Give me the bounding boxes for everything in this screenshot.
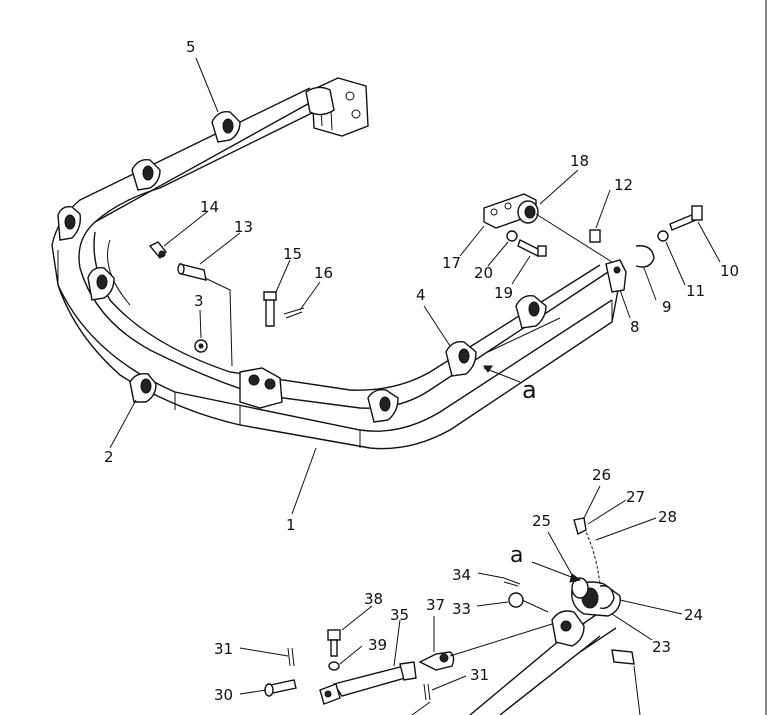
callout-a-upper: a: [522, 376, 537, 404]
callout-8: 8: [630, 318, 640, 336]
callout-30: 30: [214, 686, 233, 704]
callout-23: 23: [652, 638, 671, 656]
grease-fitting-14: [148, 241, 167, 260]
callout-25: 25: [532, 512, 551, 530]
callout-18: 18: [570, 152, 589, 170]
callout-26: 26: [592, 466, 611, 484]
bracket-right-1: [515, 295, 547, 329]
section-line-a: [487, 317, 561, 353]
section-a-arrowhead: [483, 365, 493, 373]
callout-3: 3: [194, 292, 204, 310]
callout-5: 5: [186, 38, 196, 56]
pin-13-leader: [204, 277, 233, 367]
callout-31-lower: 31: [470, 666, 489, 684]
callout-34: 34: [452, 566, 471, 584]
pin-mount-bracket: [239, 367, 283, 409]
callout-38: 38: [364, 590, 383, 608]
callout-a-lower: a: [510, 543, 523, 568]
callout-labels: 5 14 13 15 16 3 18 12 17 20 19 10 11 9 8…: [104, 38, 739, 704]
washer-39: [328, 661, 340, 671]
bolt-15: [263, 291, 277, 327]
washer-3: [194, 339, 208, 353]
right-end-clip-8: [605, 259, 627, 293]
leader-lines: [109, 57, 721, 695]
bracket-bottom-1: [367, 388, 399, 423]
callout-39: 39: [368, 636, 387, 654]
cotter-34: [503, 577, 521, 587]
bushing-leader: [535, 213, 613, 263]
callout-15: 15: [283, 245, 302, 263]
washer-11: [657, 230, 669, 242]
pin-30: [264, 679, 297, 697]
rod-end-37: [418, 651, 455, 671]
bolt-lower-right: [611, 649, 641, 715]
end-plate-top: [305, 77, 369, 137]
washer-20: [506, 230, 518, 242]
callout-37: 37: [426, 596, 445, 614]
bracket-left-bottom: [87, 267, 115, 301]
callout-10: 10: [720, 262, 739, 280]
bolt-38: [327, 629, 341, 657]
pin-13: [177, 263, 207, 281]
section-a-lower-line: [531, 561, 575, 579]
pin-26: [573, 517, 587, 536]
callout-4: 4: [416, 286, 426, 304]
callout-13: 13: [234, 218, 253, 236]
clip-9: [635, 245, 655, 268]
callout-17: 17: [442, 254, 461, 272]
callout-11: 11: [686, 282, 705, 300]
bracket-5: [211, 111, 241, 143]
section-a-arrow: [483, 367, 521, 383]
chain-28: [583, 527, 601, 585]
cotter-31a: [287, 647, 295, 667]
callout-33: 33: [452, 600, 471, 618]
bracket-4: [445, 341, 477, 377]
callout-28: 28: [658, 508, 677, 526]
callout-9: 9: [662, 298, 672, 316]
bracket-left-top-1: [57, 205, 82, 241]
callout-24: 24: [684, 606, 703, 624]
bracket-2: [129, 372, 157, 403]
bolt-10: [669, 205, 703, 231]
bushing-18: [517, 200, 539, 224]
nut-12: [589, 229, 601, 243]
callout-31-upper: 31: [214, 640, 233, 658]
cylinder-35: [319, 661, 417, 705]
callout-16: 16: [314, 264, 333, 282]
cotter-31b: [423, 683, 431, 701]
callout-1: 1: [286, 516, 296, 534]
bracket-mount: [551, 610, 585, 647]
cotter-16: [283, 307, 305, 319]
bracket-left-top-2: [131, 159, 161, 191]
rod-end-leader: [449, 623, 553, 657]
callout-35: 35: [390, 606, 409, 624]
lower-partial-part: [411, 701, 431, 715]
callout-14: 14: [200, 198, 219, 216]
lower-arm: [469, 611, 617, 715]
callout-27: 27: [626, 488, 645, 506]
callout-2: 2: [104, 448, 114, 466]
bolt-19: [517, 239, 547, 257]
bolt-33: [508, 592, 549, 613]
pin-25: [571, 577, 589, 599]
callout-19: 19: [494, 284, 513, 302]
callout-12: 12: [614, 176, 633, 194]
callout-20: 20: [474, 264, 493, 282]
